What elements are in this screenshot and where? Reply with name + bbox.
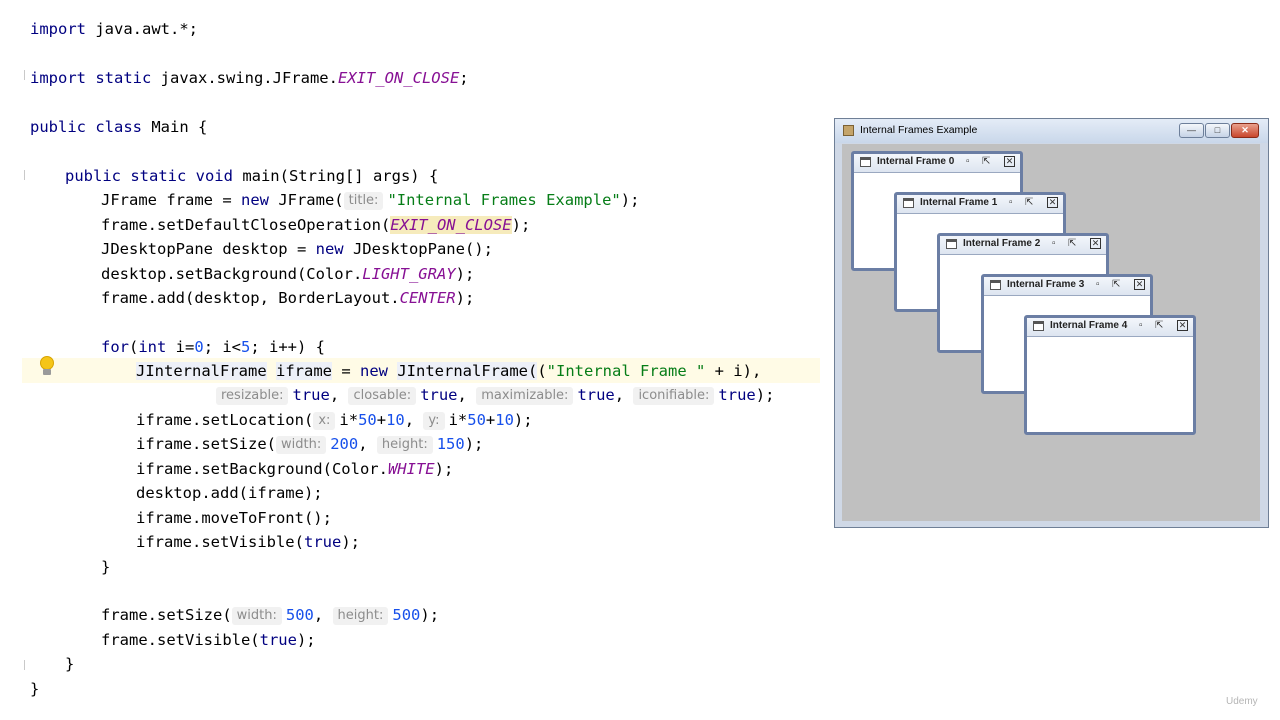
code-line-17: iframe.moveToFront(); (136, 509, 332, 527)
maximize-icon[interactable]: ⇱ (1112, 279, 1121, 290)
param-hint: title: (343, 192, 384, 210)
app-window[interactable]: Internal Frames Example — □ ✕ Internal F… (834, 118, 1269, 528)
code-line-11: JInternalFrame = iframe = new JInternalF… (136, 362, 762, 380)
code-line-4: public static void main(String[] args) { (65, 167, 439, 185)
param-hint: y: (423, 412, 445, 430)
code-line-21: frame.setVisible(true); (101, 631, 316, 649)
code-line-16: desktop.add(iframe); (136, 484, 323, 502)
code-line-10: for(int i=0; i<5; i++) { (101, 338, 326, 356)
close-button[interactable]: ✕ (1231, 123, 1259, 138)
code-line-8: desktop.setBackground(Color.LIGHT_GRAY); (101, 265, 475, 283)
maximize-icon[interactable]: ⇱ (1068, 238, 1077, 249)
close-icon[interactable]: ✕ (1134, 279, 1145, 290)
desktop-pane[interactable]: Internal Frame 0 ▫ ⇱ ✕ Internal Frame 1 … (842, 144, 1260, 521)
close-icon[interactable]: ✕ (1177, 320, 1188, 331)
internal-frame-title: Internal Frame 1 (920, 197, 998, 208)
code-line-3: public class Main { (30, 118, 208, 136)
internal-frame-titlebar[interactable]: Internal Frame 0 ▫ ⇱ ✕ (854, 154, 1020, 173)
maximize-icon[interactable]: ⇱ (1025, 197, 1034, 208)
internal-frame-titlebar[interactable]: Internal Frame 2 ▫ ⇱ ✕ (940, 236, 1106, 255)
code-line-9: frame.add(desktop, BorderLayout.CENTER); (101, 289, 475, 307)
code-line-2: import static javax.swing.JFrame.EXIT_ON… (30, 69, 469, 87)
fold-marker[interactable] (24, 660, 31, 670)
frame-icon (1033, 321, 1044, 331)
param-hint: width: (231, 607, 282, 625)
internal-frame-title: Internal Frame 2 (963, 238, 1041, 249)
window-titlebar[interactable]: Internal Frames Example — □ ✕ (835, 119, 1268, 143)
close-icon[interactable]: ✕ (1004, 156, 1015, 167)
code-line-6: frame.setDefaultCloseOperation(EXIT_ON_C… (101, 216, 531, 234)
internal-frame-4[interactable]: Internal Frame 4 ▫ ⇱ ✕ (1024, 315, 1196, 435)
param-hint: iconifiable: (633, 387, 715, 405)
param-hint: maximizable: (476, 387, 574, 405)
iconify-icon[interactable]: ▫ (966, 156, 970, 167)
param-hint: closable: (348, 387, 417, 405)
code-line-5: JFrame frame = new JFrame(title:"Interna… (101, 191, 640, 210)
udemy-watermark: Udemy (1226, 696, 1258, 707)
internal-frame-title: Internal Frame 3 (1007, 279, 1085, 290)
code-line-15: iframe.setBackground(Color.WHITE); (136, 460, 454, 478)
code-line-13: iframe.setLocation(x:i*50+10, y:i*50+10)… (136, 411, 533, 430)
code-line-20: frame.setSize(width:500, height:500); (101, 606, 440, 625)
window-title: Internal Frames Example (860, 124, 978, 136)
code-editor[interactable]: import java.awt.*; import static javax.s… (0, 0, 830, 720)
code-line-19: } (101, 558, 111, 576)
iconify-icon[interactable]: ▫ (1052, 238, 1056, 249)
iconify-icon[interactable]: ▫ (1009, 197, 1013, 208)
frame-icon (990, 280, 1001, 290)
close-icon[interactable]: ✕ (1090, 238, 1101, 249)
code-line-22: } (65, 655, 75, 673)
internal-frame-titlebar[interactable]: Internal Frame 3 ▫ ⇱ ✕ (984, 277, 1150, 296)
iconify-icon[interactable]: ▫ (1139, 320, 1143, 331)
maximize-button[interactable]: □ (1205, 123, 1230, 138)
code-line-1: import java.awt.*; (30, 20, 198, 38)
param-hint: resizable: (216, 387, 289, 405)
internal-frame-title: Internal Frame 4 (1050, 320, 1128, 331)
java-cup-icon (843, 125, 854, 136)
iconify-icon[interactable]: ▫ (1096, 279, 1100, 290)
frame-icon (946, 239, 957, 249)
param-hint: width: (275, 436, 327, 454)
internal-frame-titlebar[interactable]: Internal Frame 4 ▫ ⇱ ✕ (1027, 318, 1193, 337)
frame-icon (860, 157, 871, 167)
code-line-18: iframe.setVisible(true); (136, 533, 360, 551)
internal-frame-titlebar[interactable]: Internal Frame 1 ▫ ⇱ ✕ (897, 195, 1063, 214)
frame-icon (903, 198, 914, 208)
param-hint: height: (332, 607, 389, 625)
maximize-icon[interactable]: ⇱ (1155, 320, 1164, 331)
maximize-icon[interactable]: ⇱ (982, 156, 991, 167)
fold-marker[interactable] (24, 170, 31, 180)
code-line-12: resizable:true, closable:true, maximizab… (216, 383, 774, 407)
lightbulb-icon[interactable] (39, 356, 55, 378)
code-line-23: } (30, 680, 40, 698)
param-hint: x: (313, 412, 336, 430)
param-hint: height: (376, 436, 433, 454)
fold-marker[interactable] (24, 70, 31, 80)
minimize-button[interactable]: — (1179, 123, 1204, 138)
close-icon[interactable]: ✕ (1047, 197, 1058, 208)
internal-frame-title: Internal Frame 0 (877, 156, 955, 167)
code-line-14: iframe.setSize(width:200, height:150); (136, 435, 484, 454)
code-line-7: JDesktopPane desktop = new JDesktopPane(… (101, 240, 493, 258)
